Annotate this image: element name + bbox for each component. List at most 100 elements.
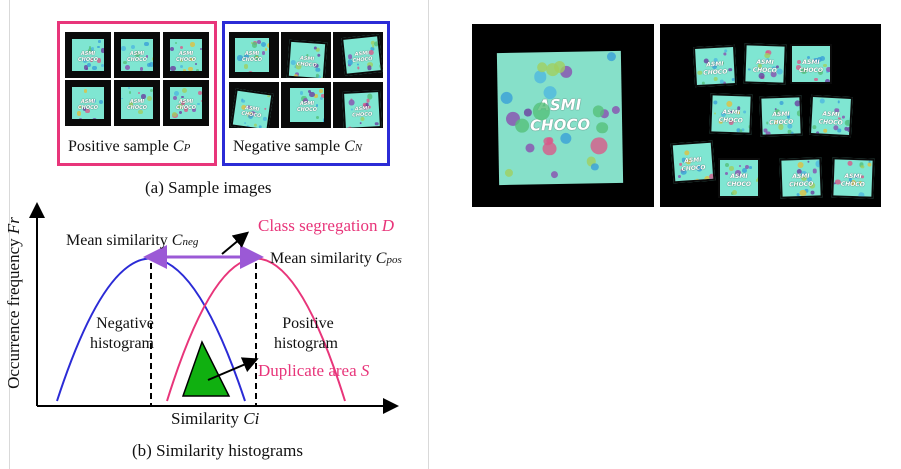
tile-text: CHOCO [77, 104, 99, 111]
pattern-dot [195, 62, 198, 65]
pattern-dot [91, 99, 96, 104]
tile-text: ASMI [80, 98, 96, 105]
pattern-dot [866, 161, 872, 168]
pattern-dot [246, 125, 250, 128]
duplicate-area-fill [181, 340, 231, 397]
pattern-dot [307, 89, 311, 93]
pattern-dot [141, 94, 146, 99]
pattern-dot [91, 65, 97, 71]
tile-text: CHOCO [752, 66, 777, 75]
pattern-dot [348, 99, 355, 106]
pattern-dot [255, 55, 259, 59]
pattern-dot [591, 162, 599, 171]
tile-text: ASMI [802, 59, 820, 67]
positive-histogram-label: Positive histogram [274, 315, 338, 352]
pattern-dot [504, 169, 513, 178]
pattern-dot [316, 116, 319, 120]
class-segregation-label: Class segregation D [258, 216, 394, 235]
pattern-dot [127, 87, 130, 90]
pattern-dot [145, 55, 149, 58]
tile-text: ASMI [299, 100, 315, 107]
tile-text: CHOCO [241, 56, 263, 63]
pattern-dot [758, 73, 765, 79]
tile-text: ASMI [80, 50, 96, 57]
pattern-dot [374, 121, 379, 126]
pattern-dot [100, 48, 104, 53]
pattern-dot [81, 120, 83, 121]
pattern-dot [151, 57, 153, 62]
tile-text: CHOCO [296, 106, 318, 113]
pattern-dot [360, 117, 365, 122]
pattern-dot [708, 179, 711, 183]
pattern-dot [267, 43, 269, 49]
pattern-dot [134, 52, 140, 58]
pattern-dot [197, 91, 202, 96]
pattern-dot [144, 41, 149, 47]
pattern-dot [357, 63, 360, 66]
pattern-dot [131, 45, 136, 50]
tile-text: CHOCO [175, 56, 197, 63]
pattern-dot [243, 121, 246, 125]
pattern-dot [174, 91, 180, 97]
pattern-dot [261, 51, 265, 55]
similarity-histogram-plot [29, 202, 399, 414]
class-segregation-pointer [221, 231, 250, 255]
pattern-dot [373, 41, 379, 47]
pattern-dot [121, 118, 124, 119]
pattern-dot [82, 58, 88, 64]
pattern-dot [321, 94, 324, 98]
pattern-dot [379, 63, 383, 69]
pattern-dot [199, 47, 202, 50]
pattern-dot [147, 120, 150, 121]
tile-text: CHOCO [175, 104, 197, 111]
pattern-dot [723, 52, 727, 56]
pattern-dot [81, 99, 85, 102]
pattern-dot [794, 100, 801, 107]
tile-text: ASMI [772, 111, 790, 119]
pattern-dot [813, 57, 819, 63]
pattern-dot [261, 42, 267, 48]
pattern-dot [121, 97, 124, 100]
pattern-dot [243, 64, 249, 69]
tile-text: ASMI [129, 50, 145, 57]
pattern-dot [267, 95, 270, 98]
tile-text: ASMI [129, 98, 145, 105]
tile-text: CHOCO [726, 180, 752, 188]
pattern-dot [179, 58, 183, 62]
pattern-dot [592, 105, 604, 118]
pattern-dot [241, 99, 245, 103]
pattern-dot [738, 164, 741, 167]
pattern-dot [837, 100, 841, 104]
pattern-dot [820, 98, 825, 104]
pattern-dot [293, 74, 298, 78]
pattern-dot [121, 45, 127, 51]
pattern-dot [677, 174, 682, 179]
pattern-dot [85, 68, 88, 71]
pattern-dot [348, 126, 353, 128]
pattern-dot [724, 49, 728, 53]
pattern-dot [177, 103, 183, 109]
pattern-dot [379, 116, 382, 121]
pattern-dot [253, 123, 257, 128]
tile-text: CHOCO [681, 163, 706, 173]
pattern-dot [153, 90, 155, 93]
pattern-dot [729, 166, 734, 172]
pattern-dot [738, 129, 743, 133]
